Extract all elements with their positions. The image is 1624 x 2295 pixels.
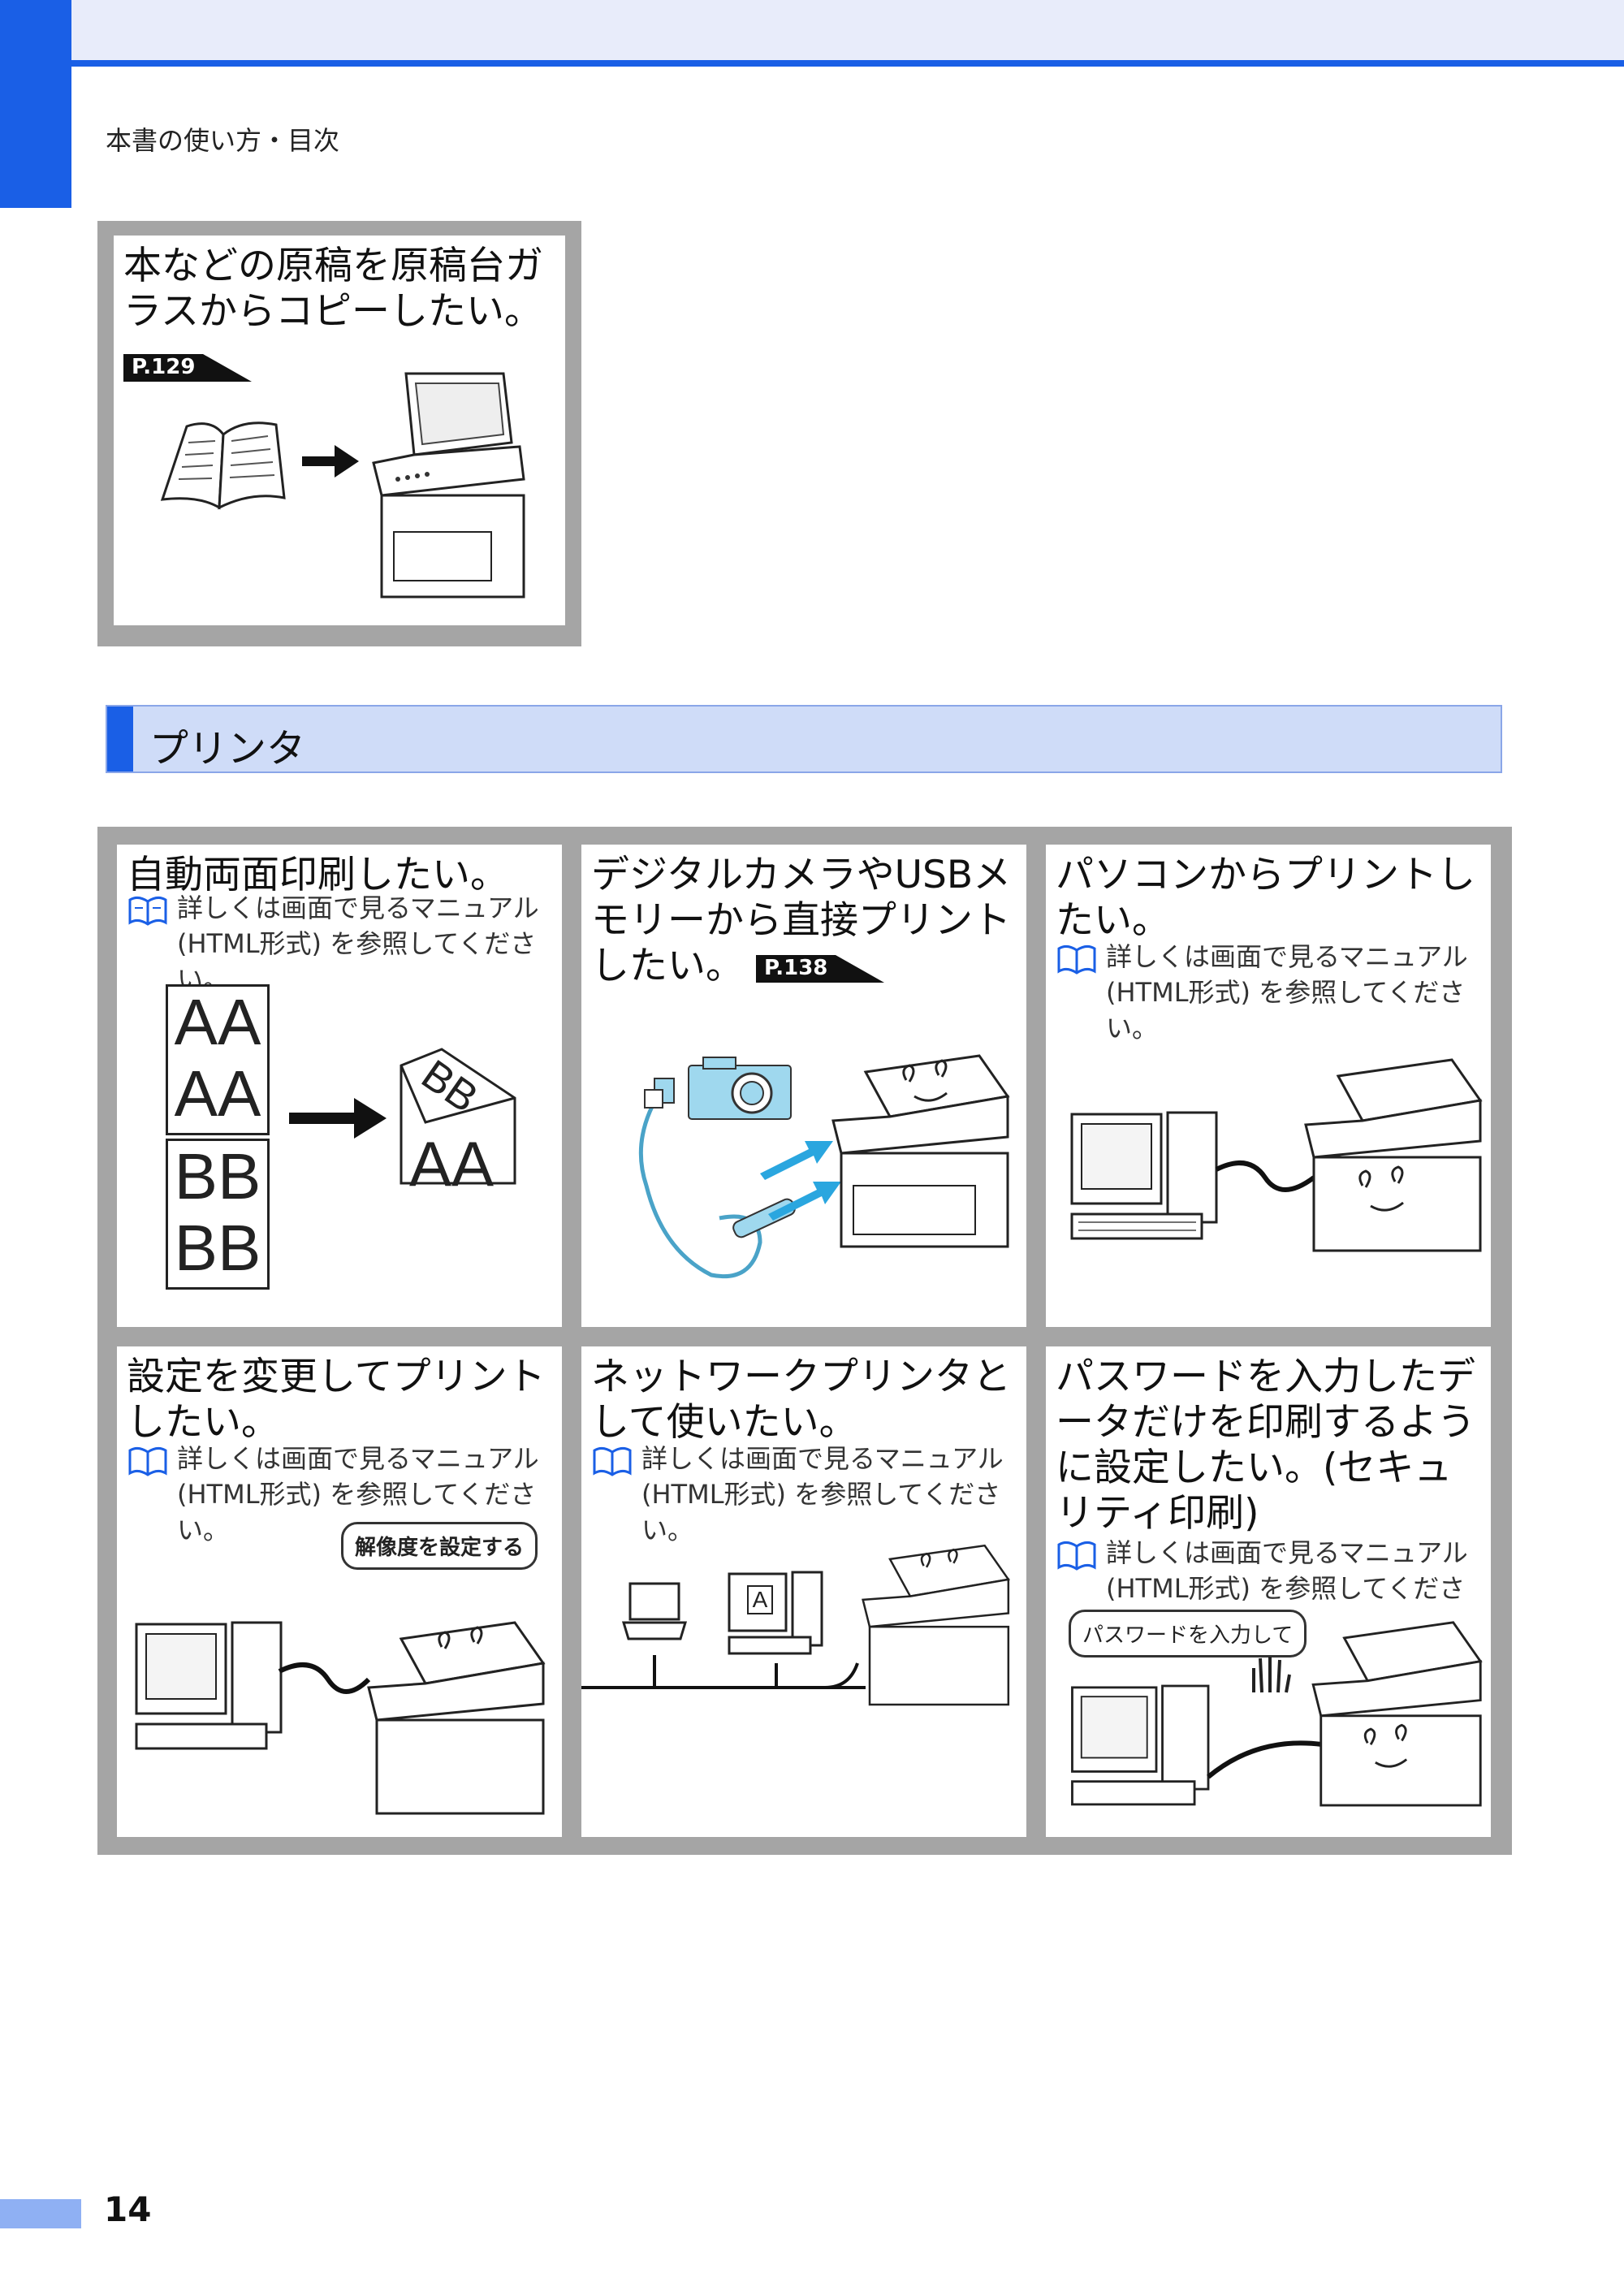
duplex-page-front: AA AA xyxy=(166,984,270,1135)
hand-icon xyxy=(1252,1657,1291,1693)
duplex-text: BB xyxy=(174,1212,261,1284)
printer-character-icon xyxy=(862,1544,1010,1706)
book-reference-icon xyxy=(1057,944,1096,975)
printer-character-icon xyxy=(367,1621,546,1815)
note-line1: 詳しくは画面で見るマニュアル xyxy=(1106,1537,1468,1568)
panel-network-print: ネットワークプリンタとして使いたい。 詳しくは画面で見るマニュアル (HTML形… xyxy=(581,1346,1026,1837)
manual-note: 詳しくは画面で見るマニュアル (HTML形式) を参照してください。 xyxy=(127,1441,555,1548)
duplex-text: AA xyxy=(174,1057,261,1130)
arrow-icon xyxy=(760,1141,841,1221)
usb-cable-icon xyxy=(638,1078,762,1279)
duplex-text: AA xyxy=(174,986,261,1058)
duplex-result-front: AA xyxy=(409,1128,495,1199)
book-reference-icon xyxy=(128,1446,167,1476)
panel-direct-print: デジタルカメラやUSBメモリーから直接プリントしたい。 P.138 xyxy=(581,845,1026,1327)
copy-panel-title-text: 本などの原稿を原稿台ガラスからコピーしたい。 xyxy=(123,244,543,334)
manual-note: 詳しくは画面で見るマニュアル (HTML形式) を参照してください。 xyxy=(127,890,555,997)
note-line1: 詳しくは画面で見るマニュアル xyxy=(177,1443,539,1474)
note-line1: 詳しくは画面で見るマニュアル xyxy=(177,892,539,923)
page-reference-link[interactable]: P.138 xyxy=(755,954,886,983)
panel-secure-print: パスワードを入力したデータだけを印刷するように設定したい。(セキュリティ印刷) … xyxy=(1046,1346,1491,1837)
page-reference-link[interactable]: P.129 xyxy=(123,353,253,382)
book-reference-icon xyxy=(128,896,167,926)
note-line2: (HTML形式) を参照してください。 xyxy=(641,1479,1001,1545)
cable xyxy=(1215,1160,1315,1192)
network-line xyxy=(581,1655,866,1689)
open-book-icon xyxy=(160,421,286,510)
printer-character-icon xyxy=(831,1054,1010,1248)
duplex-result-sheet xyxy=(400,1048,516,1185)
section-header-printer: プリンタ xyxy=(106,705,1502,773)
screen-letter: A xyxy=(747,1585,773,1614)
desktop-pc-icon xyxy=(728,1571,823,1655)
header-rule xyxy=(0,60,1624,67)
header-band xyxy=(0,0,1624,65)
panel-title-text: デジタルカメラやUSBメモリーから直接プリントしたい。 xyxy=(591,853,1012,988)
page-number: 14 xyxy=(104,2189,152,2229)
page-number-bar xyxy=(0,2199,81,2228)
panel-title: パスワードを入力したデータだけを印刷するように設定したい。(セキュリティ印刷) xyxy=(1056,1355,1475,1536)
breadcrumb: 本書の使い方・目次 xyxy=(106,125,340,156)
section-accent xyxy=(107,707,133,771)
cable xyxy=(1207,1740,1323,1779)
note-line1: 詳しくは画面で見るマニュアル xyxy=(1106,941,1468,972)
copy-panel: 本などの原稿を原稿台ガラスからコピーしたい。 P.129 xyxy=(114,236,565,625)
duplex-text: BB xyxy=(174,1140,261,1212)
cable xyxy=(278,1662,371,1694)
desktop-pc-icon xyxy=(135,1621,283,1750)
printer-character-icon xyxy=(1311,1621,1483,1807)
note-line2: (HTML形式) を参照してください。 xyxy=(1106,977,1466,1044)
desktop-pc-icon xyxy=(1071,1684,1210,1806)
note-line2: (HTML形式) を参照してください。 xyxy=(177,1479,537,1545)
panel-title: 設定を変更してプリントしたい。 xyxy=(127,1355,546,1445)
speech-bubble: パスワードを入力して xyxy=(1069,1610,1307,1658)
arrow-right-icon xyxy=(289,1098,387,1139)
printer-character-icon xyxy=(1304,1058,1483,1252)
manual-note: 詳しくは画面で見るマニュアル (HTML形式) を参照してください。 xyxy=(1056,939,1484,1046)
panel-settings-print: 設定を変更してプリントしたい。 詳しくは画面で見るマニュアル (HTML形式) … xyxy=(117,1346,562,1837)
note-line1: 詳しくは画面で見るマニュアル xyxy=(641,1443,1004,1474)
speech-bubble: 解像度を設定する xyxy=(341,1522,538,1570)
arrow-right-icon xyxy=(302,445,359,478)
manual-note: 詳しくは画面で見るマニュアル (HTML形式) を参照してください。 xyxy=(591,1441,1020,1548)
book-reference-icon xyxy=(1057,1541,1096,1571)
copier-icon xyxy=(372,372,525,599)
chapter-tab xyxy=(0,0,71,208)
desktop-pc-icon xyxy=(1070,1111,1218,1240)
camera-icon xyxy=(688,1057,792,1120)
copy-panel-title: 本などの原稿を原稿台ガラスからコピーしたい。 P.129 xyxy=(123,244,552,388)
panel-title: ネットワークプリンタとして使いたい。 xyxy=(591,1355,1011,1445)
panel-title: デジタルカメラやUSBメモリーから直接プリントしたい。 P.138 xyxy=(591,853,1017,989)
panel-title: パソコンからプリントしたい。 xyxy=(1056,853,1475,943)
panel-pc-print: パソコンからプリントしたい。 詳しくは画面で見るマニュアル (HTML形式) を… xyxy=(1046,845,1491,1327)
duplex-page-back: BB BB xyxy=(166,1139,270,1290)
panel-title: 自動両面印刷したい。 xyxy=(127,853,508,897)
panel-duplex: 自動両面印刷したい。 詳しくは画面で見るマニュアル (HTML形式) を参照して… xyxy=(117,845,562,1327)
book-reference-icon xyxy=(593,1446,632,1476)
laptop-icon xyxy=(621,1582,688,1640)
section-title: プリンタ xyxy=(149,726,306,771)
